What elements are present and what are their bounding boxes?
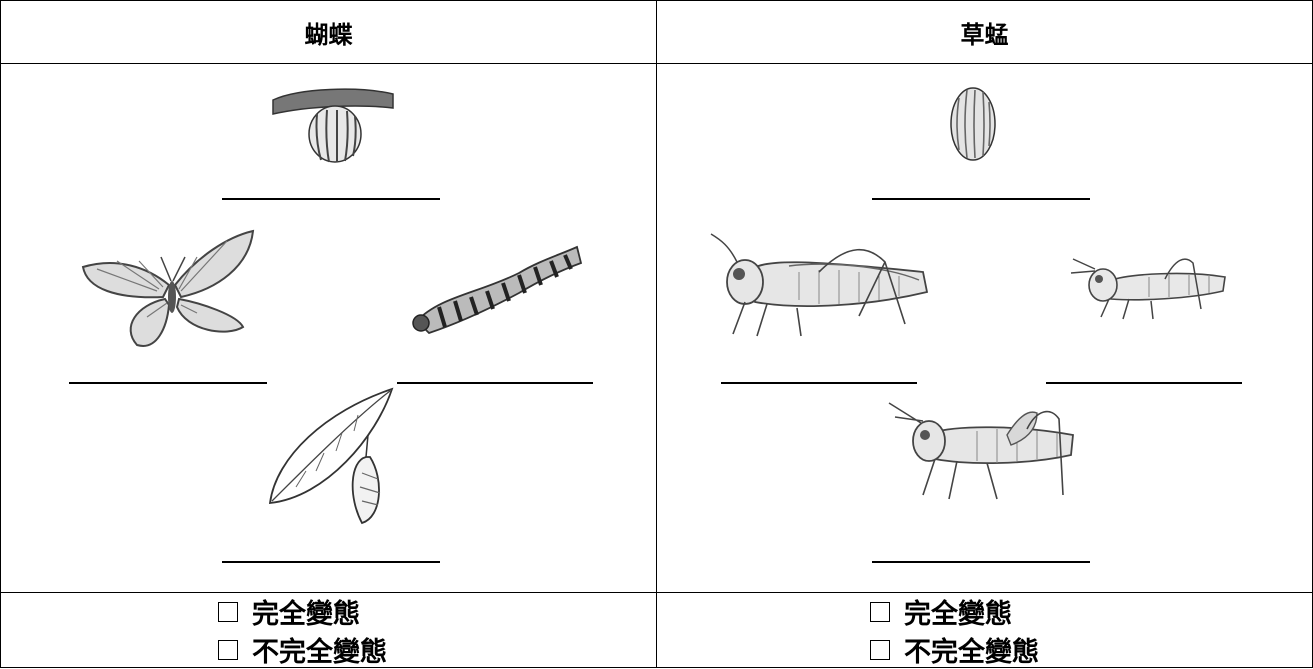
option-complete-butterfly[interactable]: 完全變態 (218, 593, 360, 630)
checkbox-icon[interactable] (218, 639, 238, 660)
answer-blank-grasshopper-adult[interactable] (721, 382, 917, 384)
answer-blank-nymph-small[interactable] (1046, 382, 1242, 384)
option-incomplete-grasshopper[interactable]: 不完全變態 (870, 631, 1039, 668)
checkbox-icon[interactable] (870, 639, 890, 660)
header-divider (1, 63, 1312, 64)
butterfly-adult-icon (81, 229, 255, 347)
chrysalis-icon (268, 387, 394, 525)
answer-blank-nymph-large[interactable] (872, 561, 1090, 563)
options-divider (1, 592, 1312, 593)
grasshopper-egg-icon (950, 87, 996, 161)
checkbox-icon[interactable] (870, 601, 890, 622)
header-grasshopper: 草蜢 (960, 20, 1009, 49)
nymph-large-icon (888, 402, 1074, 500)
option-complete-grasshopper[interactable]: 完全變態 (870, 593, 1012, 630)
column-divider (656, 1, 657, 667)
answer-blank-egg[interactable] (222, 198, 440, 200)
adult-grasshopper-icon (710, 233, 929, 337)
answer-blank-pupa[interactable] (222, 561, 440, 563)
header-butterfly: 蝴蝶 (304, 20, 353, 49)
option-incomplete-butterfly[interactable]: 不完全變態 (218, 631, 387, 668)
answer-blank-grasshopper-egg[interactable] (872, 198, 1090, 200)
butterfly-egg-icon (272, 88, 394, 163)
checkbox-icon[interactable] (218, 601, 238, 622)
answer-blank-adult[interactable] (69, 382, 267, 384)
answer-blank-larva[interactable] (397, 382, 593, 384)
nymph-small-icon (1070, 258, 1226, 320)
caterpillar-icon (412, 245, 583, 335)
